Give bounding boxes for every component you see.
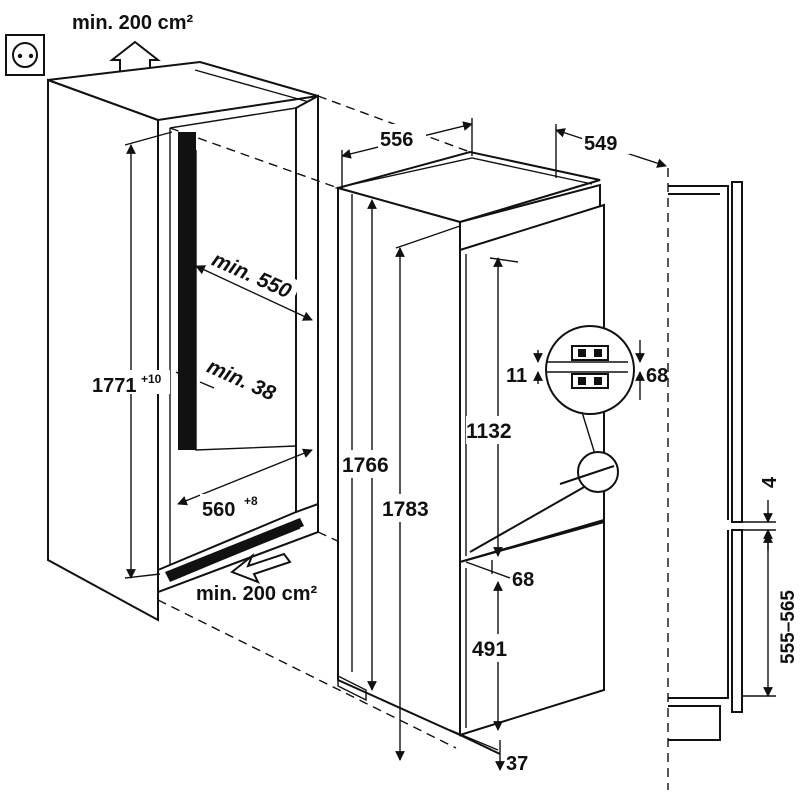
freezer-door-range-label: 555–565 — [778, 590, 799, 664]
hinge-detail — [545, 325, 635, 493]
appliance-body-height-label: 1766 — [342, 454, 389, 477]
niche-width-label: 560 — [202, 499, 235, 521]
niche-width-tolerance: +8 — [244, 494, 258, 508]
appliance-width-label: 556 — [380, 129, 413, 151]
niche-depth-label: min. 550 — [209, 248, 295, 303]
side-section-view — [667, 168, 743, 790]
freezer-door-height-label: 491 — [472, 638, 507, 661]
airflow-arrow-bottom-icon — [230, 552, 292, 584]
cabinet-niche — [47, 60, 319, 622]
niche-height-tolerance: +10 — [141, 372, 162, 386]
fridge-door-height-label: 1132 — [466, 420, 512, 443]
side-gap-label: 4 — [759, 476, 781, 488]
appliance-depth-label: 549 — [584, 133, 617, 155]
appliance-total-height-label: 1783 — [382, 498, 429, 521]
vent-bottom-label: min. 200 cm² — [196, 583, 318, 605]
power-socket-icon — [5, 34, 45, 76]
hinge-gap-b-label: 68 — [646, 365, 668, 387]
hinge-gap-a-label: 11 — [506, 365, 527, 387]
air-gap-label: min. 38 — [203, 355, 279, 406]
door-gap-label: 68 — [512, 569, 534, 591]
vent-top-label: min. 200 cm² — [72, 12, 194, 34]
bottom-offset-label: 37 — [506, 753, 528, 775]
niche-height-label: 1771 — [92, 375, 137, 397]
